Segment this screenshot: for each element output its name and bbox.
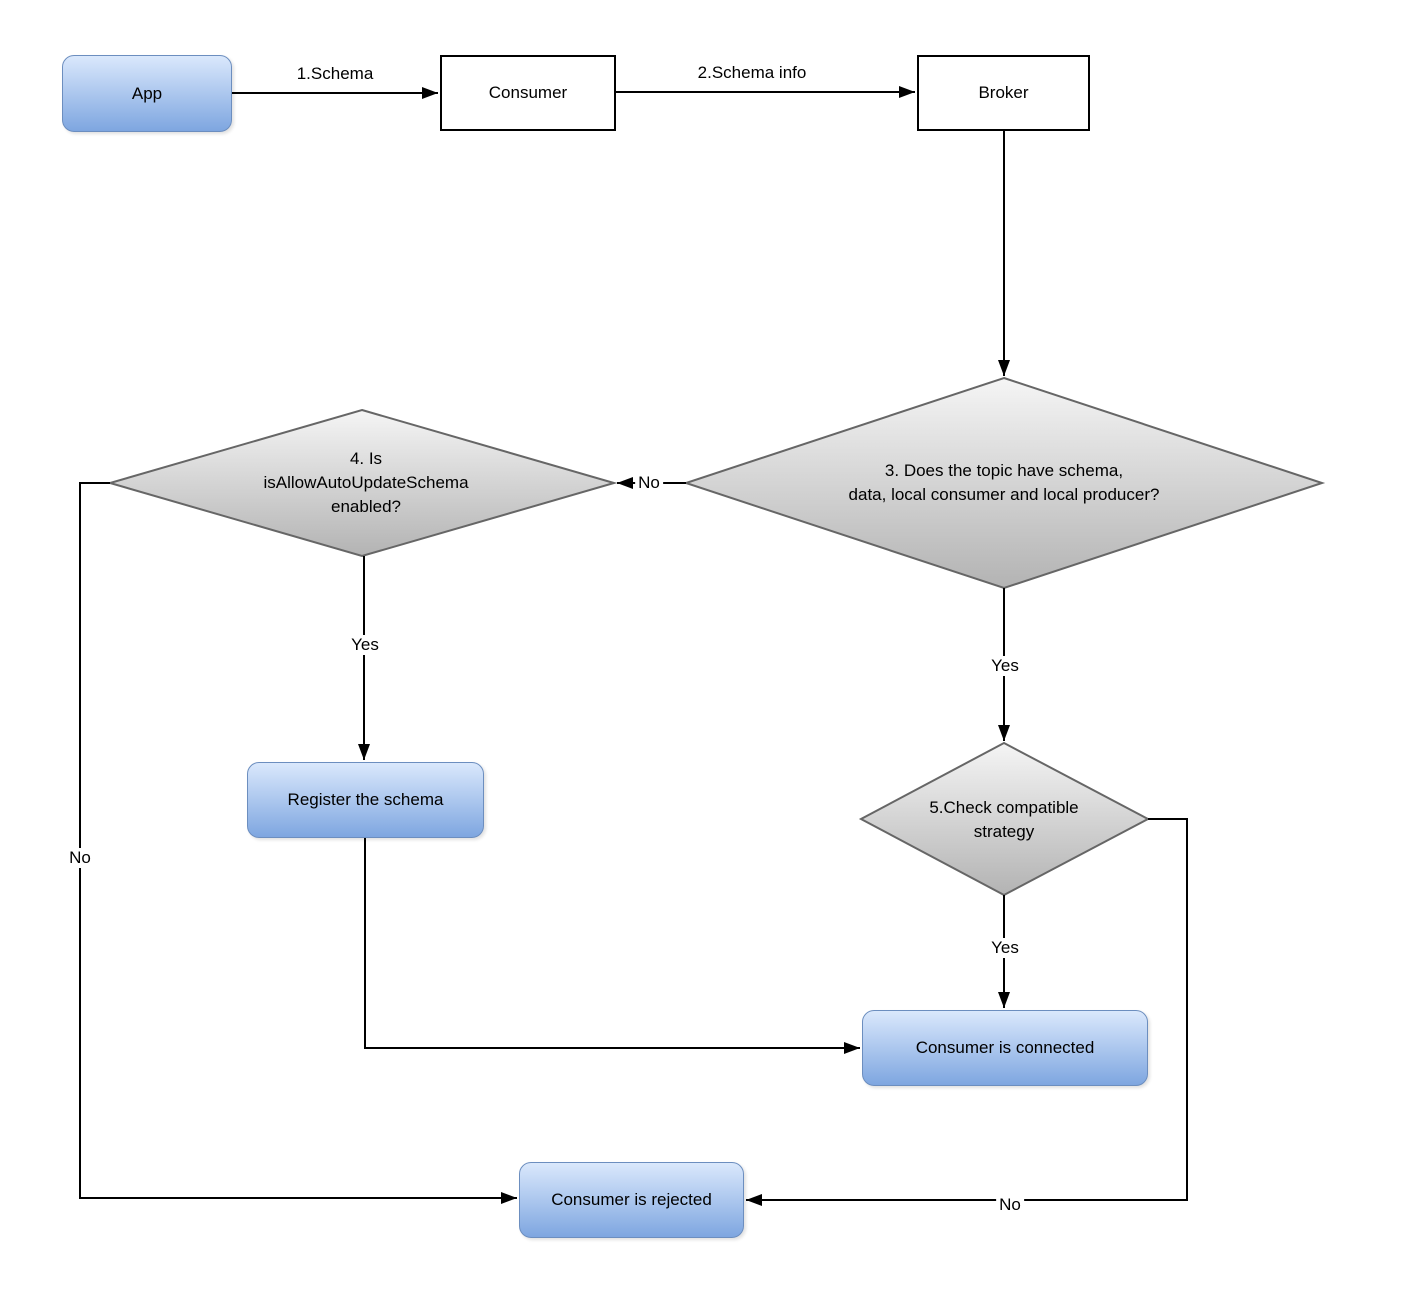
node-consumer-connected-label: Consumer is connected: [915, 1038, 1095, 1057]
edge-label-topic-no: No: [635, 473, 663, 493]
node-broker-label: Broker: [978, 83, 1029, 102]
node-consumer-rejected: Consumer is rejected: [519, 1162, 744, 1238]
node-register-schema-label: Register the schema: [287, 790, 444, 809]
node-consumer: Consumer: [440, 55, 616, 131]
edge-decision-compatible-no: [746, 818, 1188, 1206]
edge-register-to-connected: [364, 838, 860, 1054]
node-app-label: App: [131, 83, 163, 103]
node-broker: Broker: [917, 55, 1090, 131]
edge-label-topic-yes: Yes: [988, 656, 1022, 676]
decision-compatible-label: 5.Check compatible strategy: [929, 798, 1079, 841]
edge-label-compatible-no: No: [996, 1195, 1024, 1215]
edge-label-compatible-yes: Yes: [988, 938, 1022, 958]
node-register-schema: Register the schema: [247, 762, 484, 838]
edge-label-auto-update-yes: Yes: [348, 635, 382, 655]
decision-auto-update-label: 4. Is isAllowAutoUpdateSchema enabled?: [263, 449, 469, 516]
edge-label-schema: 1.Schema: [296, 64, 374, 83]
edge-decision-auto-update-no: [79, 482, 517, 1204]
decision-auto-update-shape: [106, 408, 618, 558]
decision-topic-label: 3. Does the topic have schema, data, loc…: [848, 461, 1160, 504]
node-consumer-connected: Consumer is connected: [862, 1010, 1148, 1086]
edge-label-auto-update-no: No: [66, 848, 94, 868]
edge-label-schema-info: 2.Schema info: [697, 63, 807, 82]
node-consumer-label: Consumer: [488, 83, 568, 102]
node-app: App: [62, 55, 232, 132]
node-consumer-rejected-label: Consumer is rejected: [551, 1190, 712, 1209]
